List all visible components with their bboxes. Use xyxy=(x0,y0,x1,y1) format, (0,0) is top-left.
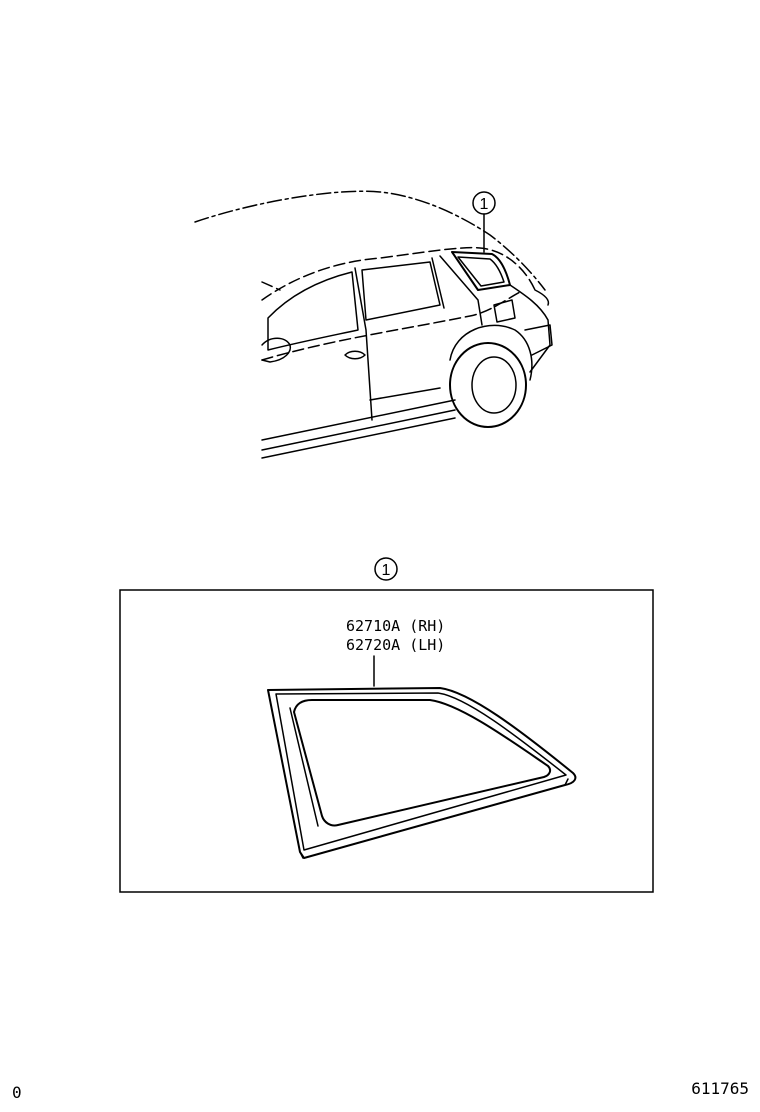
moulding-thickness xyxy=(299,778,569,859)
glass-left-edge-line xyxy=(289,707,319,827)
rear-corner xyxy=(509,284,551,373)
rear-wheel xyxy=(449,342,527,428)
footer-left-code: 0 xyxy=(12,1083,22,1102)
roof-outline xyxy=(194,190,546,291)
quarter-window-inner xyxy=(457,256,505,287)
part-number-rh: 62710A xyxy=(346,617,400,635)
vehicle-callout-circle xyxy=(472,191,496,215)
part-side-rh: (RH) xyxy=(409,617,445,635)
body-upper-contour xyxy=(261,246,536,301)
door-handle xyxy=(344,350,366,360)
part-side-lh: (LH) xyxy=(409,636,445,654)
detail-callout-circle xyxy=(374,557,398,581)
wheel-arch xyxy=(449,324,533,381)
part-label-rh: 62710A (RH) xyxy=(346,617,445,635)
sill-line-3 xyxy=(261,417,456,459)
c-pillar xyxy=(431,257,445,309)
rear-wheel-hub xyxy=(471,356,517,414)
sill-moulding xyxy=(369,387,441,401)
rear-lamp xyxy=(534,289,550,306)
rear-bumper xyxy=(524,324,553,356)
part-label-lh: 62720A (LH) xyxy=(346,636,445,654)
belt-line xyxy=(261,291,521,361)
b-pillar xyxy=(354,267,373,421)
sill-line-1 xyxy=(261,399,456,441)
sill-line-2 xyxy=(261,409,456,451)
rear-door-window xyxy=(361,261,441,321)
part-number-lh: 62720A xyxy=(346,636,400,654)
quarter-glass-pane xyxy=(293,699,552,827)
hood-line xyxy=(261,281,281,291)
fuel-lid xyxy=(493,299,516,323)
quarter-glass-moulding-inner-edge xyxy=(275,692,567,851)
side-mirror xyxy=(261,337,292,363)
vehicle-callout-number: 1 xyxy=(480,196,489,213)
detail-callout-number: 1 xyxy=(382,562,391,579)
quarter-glass-outer-moulding xyxy=(267,687,577,859)
vehicle-illustration: 1 xyxy=(194,190,553,459)
d-pillar xyxy=(439,255,483,326)
detail-frame xyxy=(119,589,654,893)
drawing-number: 611765 xyxy=(691,1079,749,1098)
detail-view: 1 62710A (RH) 62720A (LH) xyxy=(119,557,654,893)
